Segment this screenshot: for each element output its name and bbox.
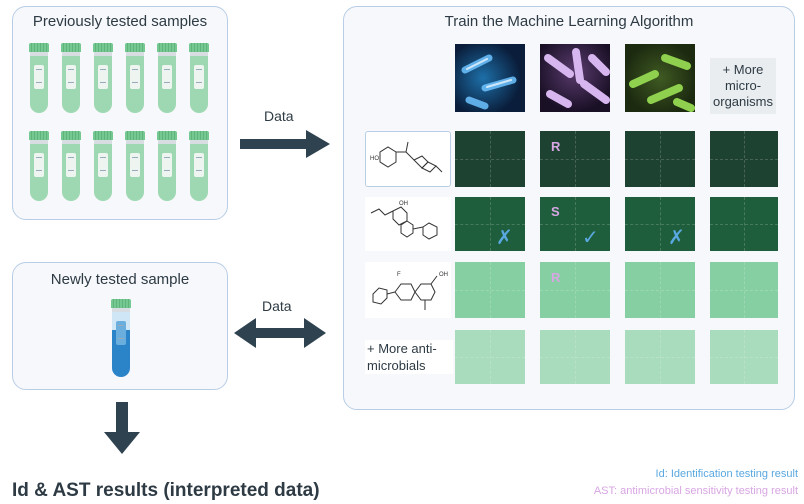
more-microorganisms-label: + More micro-organisms <box>710 58 776 114</box>
legend-id: Id: Identification testing result <box>655 468 798 480</box>
grid-cell <box>540 330 610 384</box>
svg-text:OH: OH <box>439 272 448 278</box>
molecule-ciprofloxacin: F OH <box>365 262 451 318</box>
sample-tube <box>29 43 49 115</box>
grid-cell <box>540 131 610 187</box>
svg-text:F: F <box>397 272 401 278</box>
data-label-top: Data <box>264 108 294 124</box>
grid-cell <box>710 330 778 384</box>
new-sample-panel: Newly tested sample <box>12 262 228 390</box>
grid-cell <box>455 330 525 384</box>
id-check-mark: ✓ <box>582 227 599 249</box>
sample-tube <box>157 43 177 115</box>
molecule-cephalosporin: OH <box>365 197 451 251</box>
ast-result-row1: R <box>551 139 561 154</box>
new-sample-title: Newly tested sample <box>50 271 190 288</box>
molecule-amoxicillin: HO <box>365 131 451 187</box>
sample-tube <box>61 43 81 115</box>
sample-tube <box>157 131 177 203</box>
grid-cell <box>710 262 778 318</box>
more-antimicrobials-label: + More anti-microbials <box>365 340 453 374</box>
sample-tube <box>189 43 209 115</box>
svg-text:HO: HO <box>370 156 379 162</box>
data-label-middle: Data <box>262 298 292 314</box>
grid-cell <box>625 131 695 187</box>
sample-tube <box>61 131 81 203</box>
previous-samples-panel: Previously tested samples <box>12 6 228 220</box>
grid-cell <box>710 131 778 187</box>
previous-samples-title: Previously tested samples <box>32 13 208 30</box>
sample-tube <box>189 131 209 203</box>
output-title: Id & AST results (interpreted data) <box>12 480 320 501</box>
ml-training-title: Train the Machine Learning Algorithm <box>444 13 694 30</box>
sample-tube <box>29 131 49 203</box>
grid-cell <box>625 197 695 251</box>
bacteria-image-1 <box>455 44 525 112</box>
sample-tube <box>125 43 145 115</box>
grid-cell <box>455 262 525 318</box>
grid-cell <box>540 262 610 318</box>
grid-cell <box>625 330 695 384</box>
ast-result-row2: S <box>551 204 560 219</box>
grid-cell <box>455 197 525 251</box>
right-arrow <box>240 130 330 158</box>
bacteria-image-2 <box>540 44 610 112</box>
svg-text:OH: OH <box>399 201 408 207</box>
grid-cell <box>540 197 610 251</box>
bidirectional-arrow <box>234 318 326 348</box>
grid-cell <box>455 131 525 187</box>
id-cross-mark: ✗ <box>496 227 513 249</box>
ast-result-row3: R <box>551 270 561 285</box>
grid-cell <box>625 262 695 318</box>
sample-tube <box>93 131 113 203</box>
sample-tube <box>93 43 113 115</box>
sample-tube <box>125 131 145 203</box>
down-arrow <box>104 402 140 454</box>
id-cross-mark: ✗ <box>668 227 685 249</box>
bacteria-image-3 <box>625 44 695 112</box>
legend-ast: AST: antimicrobial sensitivity testing r… <box>593 485 798 497</box>
new-sample-tube <box>111 299 131 379</box>
grid-cell <box>710 197 778 251</box>
